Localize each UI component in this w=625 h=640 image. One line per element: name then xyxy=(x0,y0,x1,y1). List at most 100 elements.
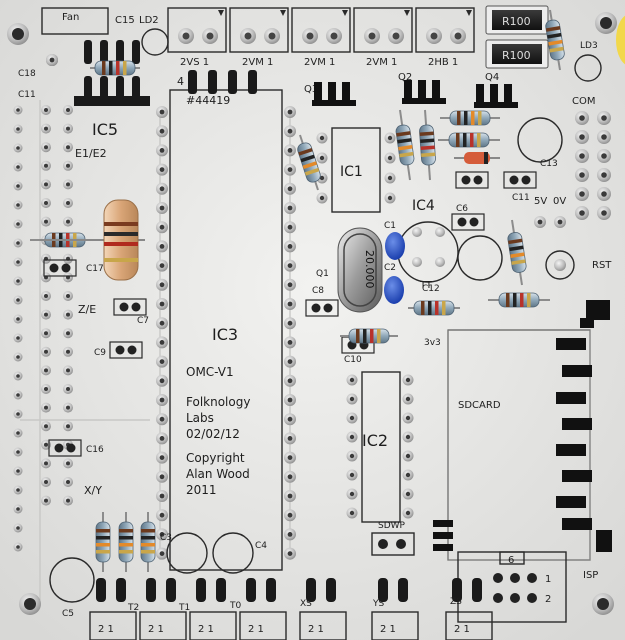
svg-text:YS: YS xyxy=(372,599,384,609)
top-connector-label: 2VM 1 xyxy=(304,57,335,68)
svg-text:C3: C3 xyxy=(160,533,172,543)
power-resistor xyxy=(40,199,145,281)
svg-text:R100: R100 xyxy=(502,49,531,62)
c4-outline xyxy=(212,532,254,574)
svg-text:C11: C11 xyxy=(18,90,36,100)
label-fan: Fan xyxy=(62,12,79,23)
label-e1e2: E1/E2 xyxy=(75,147,107,160)
ic1-outline xyxy=(331,127,381,213)
svg-text:T1: T1 xyxy=(178,603,190,613)
component-labels: C15 LD2 C18 C11 Q3 Q2 Q4 C1 C2 C6 C12 C1… xyxy=(18,15,612,619)
fan-connector xyxy=(41,7,109,35)
r100-resistor-top: R100 xyxy=(485,5,549,35)
svg-text:5V: 5V xyxy=(534,196,547,207)
sdcard-socket xyxy=(447,329,612,561)
svg-text:COM: COM xyxy=(572,96,595,107)
bottom-connector-6: 2 1 xyxy=(371,578,419,640)
ic2-pads xyxy=(346,374,414,519)
bottom-connector-1: 2 1 xyxy=(89,578,137,640)
bottom-connector-label: 2 1 xyxy=(148,624,164,635)
yellow-object xyxy=(616,15,625,65)
ic3-pads xyxy=(156,70,296,560)
top-connector-label: 2VM 1 xyxy=(366,57,397,68)
label-tt: TT xyxy=(419,280,433,291)
svg-text:C2: C2 xyxy=(384,263,396,273)
svg-text:C7: C7 xyxy=(137,316,149,326)
label-copy3: 2011 xyxy=(186,483,217,497)
label-copy1: Copyright xyxy=(186,451,245,465)
resistor-bottom-c xyxy=(140,512,156,572)
label-xy: X/Y xyxy=(84,484,102,497)
label-ic5: IC5 xyxy=(92,120,118,139)
top-connector-label: 2HB 1 xyxy=(428,57,458,68)
svg-text:3v3: 3v3 xyxy=(424,338,441,348)
top-connectors: 2VS 1 2VM 1 2VM 1 2VM 1 2HB 1 xyxy=(167,7,475,68)
svg-text:C12: C12 xyxy=(422,284,440,294)
blue-capacitor-c2 xyxy=(384,276,404,304)
svg-text:ZS: ZS xyxy=(450,597,462,607)
label-folk2: Labs xyxy=(186,411,214,425)
svg-text:R100: R100 xyxy=(502,15,531,28)
svg-text:Q4: Q4 xyxy=(485,72,499,83)
svg-text:C16: C16 xyxy=(86,445,104,455)
bottom-connector-label: 2 1 xyxy=(380,624,396,635)
c13-outline xyxy=(517,117,563,163)
label-ic4: IC4 xyxy=(412,198,435,214)
svg-text:C10: C10 xyxy=(344,355,362,365)
resistor-ic1-left xyxy=(297,134,321,191)
bottom-connector-2: 2 1 xyxy=(139,578,187,640)
svg-text:C13: C13 xyxy=(540,159,558,169)
top-connector-3: 2VM 1 xyxy=(291,7,351,68)
top-connector-5: 2HB 1 xyxy=(415,7,475,68)
label-folk1: Folknology xyxy=(186,395,250,409)
resistor-right-a xyxy=(440,110,500,126)
blue-capacitor-c1 xyxy=(385,232,405,260)
resistor-vertical-right xyxy=(507,219,527,286)
bottom-connector-label: 2 1 xyxy=(98,624,114,635)
ic3-outline xyxy=(169,89,283,571)
label-omc: OMC-V1 xyxy=(186,365,234,379)
diode xyxy=(454,152,500,164)
label-copy2: Alan Wood xyxy=(186,467,250,481)
svg-text:Q1: Q1 xyxy=(316,269,329,279)
ic1-pads xyxy=(316,132,396,204)
svg-text:RST: RST xyxy=(592,260,612,271)
com-header-pads xyxy=(534,111,611,328)
top-connector-label: 2VS 1 xyxy=(180,57,209,68)
r100-resistor-bottom: R100 xyxy=(485,39,549,69)
label-isp2: 2 xyxy=(545,594,551,605)
top-connector-2: 2VM 1 xyxy=(229,7,289,68)
svg-text:C17: C17 xyxy=(86,264,104,274)
bottom-connector-3: 2 1 xyxy=(189,578,237,640)
svg-text:T2: T2 xyxy=(127,603,139,613)
resistor-c10 xyxy=(340,328,398,344)
svg-text:C5: C5 xyxy=(62,609,74,619)
resistor-right-b xyxy=(438,132,500,148)
c3-outline xyxy=(166,532,208,574)
svg-text:XS: XS xyxy=(300,599,312,609)
label-four: 4 xyxy=(177,75,184,88)
svg-text:C8: C8 xyxy=(312,286,324,296)
bottom-connector-4: 2 1 xyxy=(239,578,287,640)
resistor-3v3-left xyxy=(408,300,460,316)
label-ze: Z/E xyxy=(78,303,96,316)
svg-text:C6: C6 xyxy=(456,204,468,214)
resistor-bottom-a xyxy=(95,512,111,572)
svg-text:Q2: Q2 xyxy=(398,72,412,83)
svg-text:LD2: LD2 xyxy=(139,15,159,26)
label-isp: ISP xyxy=(583,570,598,581)
bottom-connector-label: 2 1 xyxy=(248,624,264,635)
ld3-led xyxy=(574,54,602,82)
rst-button xyxy=(545,250,575,280)
label-isp6: 6 xyxy=(508,555,514,566)
label-sdcard: SDCARD xyxy=(458,400,501,411)
top-connector-4: 2VM 1 xyxy=(353,7,413,68)
bottom-connector-label: 2 1 xyxy=(308,624,324,635)
svg-text:C4: C4 xyxy=(255,541,267,551)
label-part-number: #44419 xyxy=(186,94,230,107)
smd-pads xyxy=(312,80,518,551)
resistor-ic1-right-b xyxy=(419,109,436,181)
